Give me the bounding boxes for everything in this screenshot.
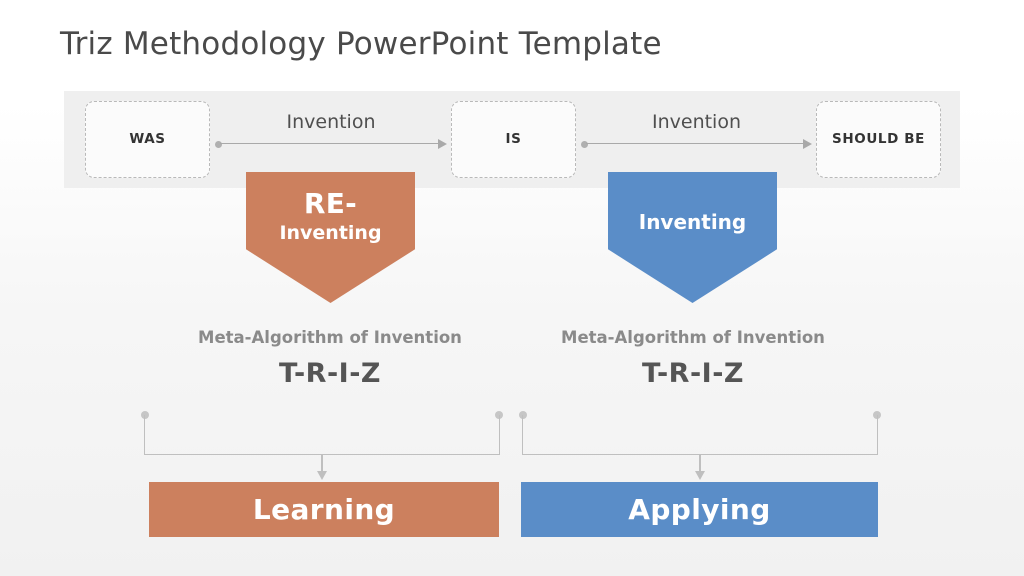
bracket-left-stroke — [144, 415, 146, 455]
pentagon-re-inventing-heading-primary: RE- — [303, 187, 358, 220]
pentagon-inventing-heading: Inventing — [638, 210, 747, 234]
bracket-connector-left — [140, 411, 504, 480]
meta-block-applying: Meta-Algorithm of Invention T-R-I-Z — [553, 328, 833, 389]
state-box-is-label: IS — [505, 130, 522, 147]
result-box-learning[interactable]: Learning — [149, 482, 499, 537]
state-box-was-label: WAS — [129, 130, 166, 147]
timeline-band: WAS IS SHOULD BE Invention Invention — [64, 91, 960, 188]
meta-acronym-left: T-R-I-Z — [279, 357, 381, 389]
bracket-right-stroke — [876, 415, 878, 455]
result-box-applying-label: Applying — [628, 493, 771, 526]
state-box-should-be[interactable]: SHOULD BE — [816, 101, 941, 178]
state-box-is[interactable]: IS — [451, 101, 576, 178]
meta-caption-right: Meta-Algorithm of Invention — [561, 328, 825, 347]
meta-block-learning: Meta-Algorithm of Invention T-R-I-Z — [190, 328, 470, 389]
arrow-start-dot-icon — [215, 140, 222, 148]
state-box-should-be-label: SHOULD BE — [832, 130, 925, 147]
bracket-arrow-head-icon — [695, 471, 705, 480]
arrow-is-to-should-be-icon — [581, 139, 812, 149]
pentagon-re-inventing-heading-secondary: Inventing — [279, 221, 382, 244]
arrow-line — [220, 143, 440, 145]
arrow-start-dot-icon — [581, 140, 588, 148]
arrow-line — [586, 143, 805, 145]
transition-label-is-to-should-be: Invention — [651, 111, 742, 133]
arrow-head-icon — [438, 139, 447, 149]
result-box-learning-label: Learning — [252, 493, 396, 526]
pentagon-re-inventing[interactable]: RE- Inventing — [246, 172, 415, 303]
pentagon-inventing[interactable]: Inventing — [608, 172, 777, 303]
bracket-connector-right — [518, 411, 882, 480]
arrow-was-to-is-icon — [215, 139, 447, 149]
bracket-left-stroke — [522, 415, 524, 455]
bracket-stem — [699, 454, 701, 473]
bracket-right-stroke — [498, 415, 500, 455]
page-title: Triz Methodology PowerPoint Template — [60, 26, 662, 62]
meta-caption-left: Meta-Algorithm of Invention — [198, 328, 462, 347]
state-box-was[interactable]: WAS — [85, 101, 210, 178]
bracket-arrow-head-icon — [317, 471, 327, 480]
arrow-head-icon — [803, 139, 812, 149]
transition-label-was-to-is: Invention — [286, 111, 376, 133]
result-box-applying[interactable]: Applying — [521, 482, 878, 537]
bracket-stem — [321, 454, 323, 473]
meta-acronym-right: T-R-I-Z — [642, 357, 744, 389]
